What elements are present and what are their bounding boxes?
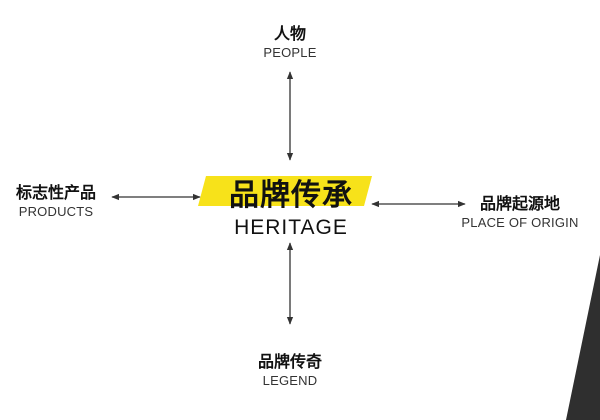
node-heritage-en: HERITAGE <box>234 216 348 239</box>
node-place-of-origin-en: PLACE OF ORIGIN <box>461 215 579 230</box>
node-people: 人物 PEOPLE <box>210 20 370 60</box>
node-place-of-origin-cn: 品牌起源地 <box>479 194 560 213</box>
node-legend: 品牌传奇 LEGEND <box>210 348 370 388</box>
node-heritage: 品牌传承 HERITAGE <box>196 170 386 240</box>
node-place-of-origin: 品牌起源地 PLACE OF ORIGIN <box>440 190 600 230</box>
node-legend-cn: 品牌传奇 <box>257 352 322 371</box>
node-people-en: PEOPLE <box>263 45 317 60</box>
node-heritage-cn: 品牌传承 <box>229 178 353 213</box>
node-products: 标志性产品 PRODUCTS <box>0 179 112 219</box>
node-products-en: PRODUCTS <box>18 204 94 219</box>
center-highlight <box>198 176 372 206</box>
node-products-cn: 标志性产品 <box>15 183 96 202</box>
node-people-cn: 人物 <box>273 24 306 43</box>
corner-shape <box>566 255 600 420</box>
node-legend-en: LEGEND <box>262 373 318 388</box>
